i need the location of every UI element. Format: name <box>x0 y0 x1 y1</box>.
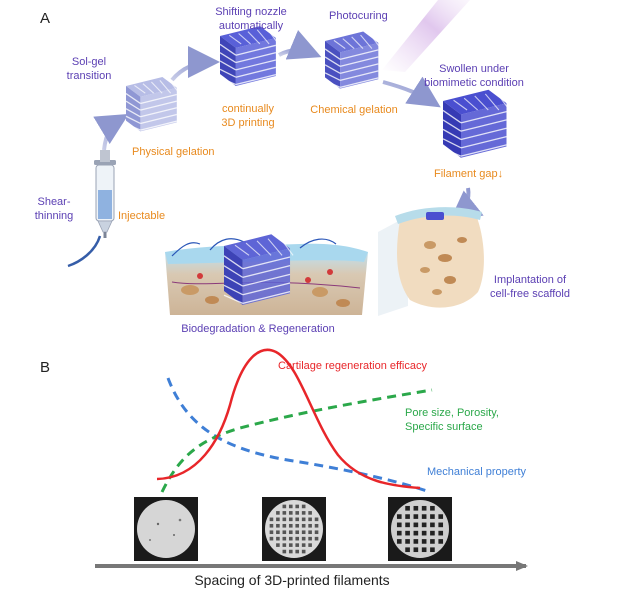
label-chemical-gelation: Chemical gelation <box>310 104 397 116</box>
scaffold-cube-photocured <box>324 31 382 89</box>
label-sol-gel-line2: transition <box>67 70 112 82</box>
arrow-syringe-to-gel <box>93 113 129 151</box>
label-shear-line2: thinning <box>35 210 74 222</box>
tissue-regeneration-illustration <box>165 234 368 315</box>
label-continually-line1: continually <box>222 103 274 115</box>
joint-implantation-illustration <box>378 207 484 316</box>
label-cartilage-efficacy: Cartilage regeneration efficacy <box>278 360 427 372</box>
scaffold-cube-printing <box>219 26 279 86</box>
label-shear-line1: Shear- <box>37 196 70 208</box>
label-shifting-line1: Shifting nozzle <box>215 6 287 18</box>
label-swollen-line1: Swollen under <box>439 63 509 75</box>
scaffold-cube-physical-gel <box>125 77 180 132</box>
arrow-printing-to-photocuring <box>278 30 322 60</box>
micrograph-medium-spacing <box>262 497 326 561</box>
label-physical-gelation: Physical gelation <box>132 146 215 158</box>
curve-mechanical-property <box>166 377 431 494</box>
curve-cartilage-efficacy <box>156 348 421 490</box>
arrow-photocuring-to-swollen <box>382 76 441 108</box>
scaffold-cube-swollen <box>442 89 510 158</box>
label-pore-line1: Pore size, Porosity, <box>405 407 499 419</box>
label-biodegradation: Biodegradation & Regeneration <box>181 323 335 335</box>
label-swollen-line2: biomimetic condition <box>424 77 524 89</box>
label-photocuring: Photocuring <box>329 10 388 22</box>
x-axis-label: Spacing of 3D-printed filaments <box>194 572 389 588</box>
label-injectable: Injectable <box>118 210 165 222</box>
photocuring-light-beam <box>382 0 470 72</box>
label-continually-line2: 3D printing <box>221 117 274 129</box>
micrograph-large-spacing <box>388 497 452 561</box>
panel-b-label: B <box>40 359 50 376</box>
label-mechanical: Mechanical property <box>427 466 527 478</box>
arrow-gel-to-printing <box>170 46 220 82</box>
micrograph-small-spacing <box>134 497 198 561</box>
label-pore-line2: Specific surface <box>405 421 483 433</box>
label-implantation-line1: Implantation of <box>494 274 567 286</box>
panel-a-label: A <box>40 10 50 27</box>
label-implantation-line2: cell-free scaffold <box>490 288 570 300</box>
curve-pore-size <box>160 388 433 493</box>
label-sol-gel-line1: Sol-gel <box>72 56 106 68</box>
label-shifting-line2: automatically <box>219 20 284 32</box>
label-filament-gap: Filament gap↓ <box>434 168 503 180</box>
syringe-icon <box>67 150 116 268</box>
